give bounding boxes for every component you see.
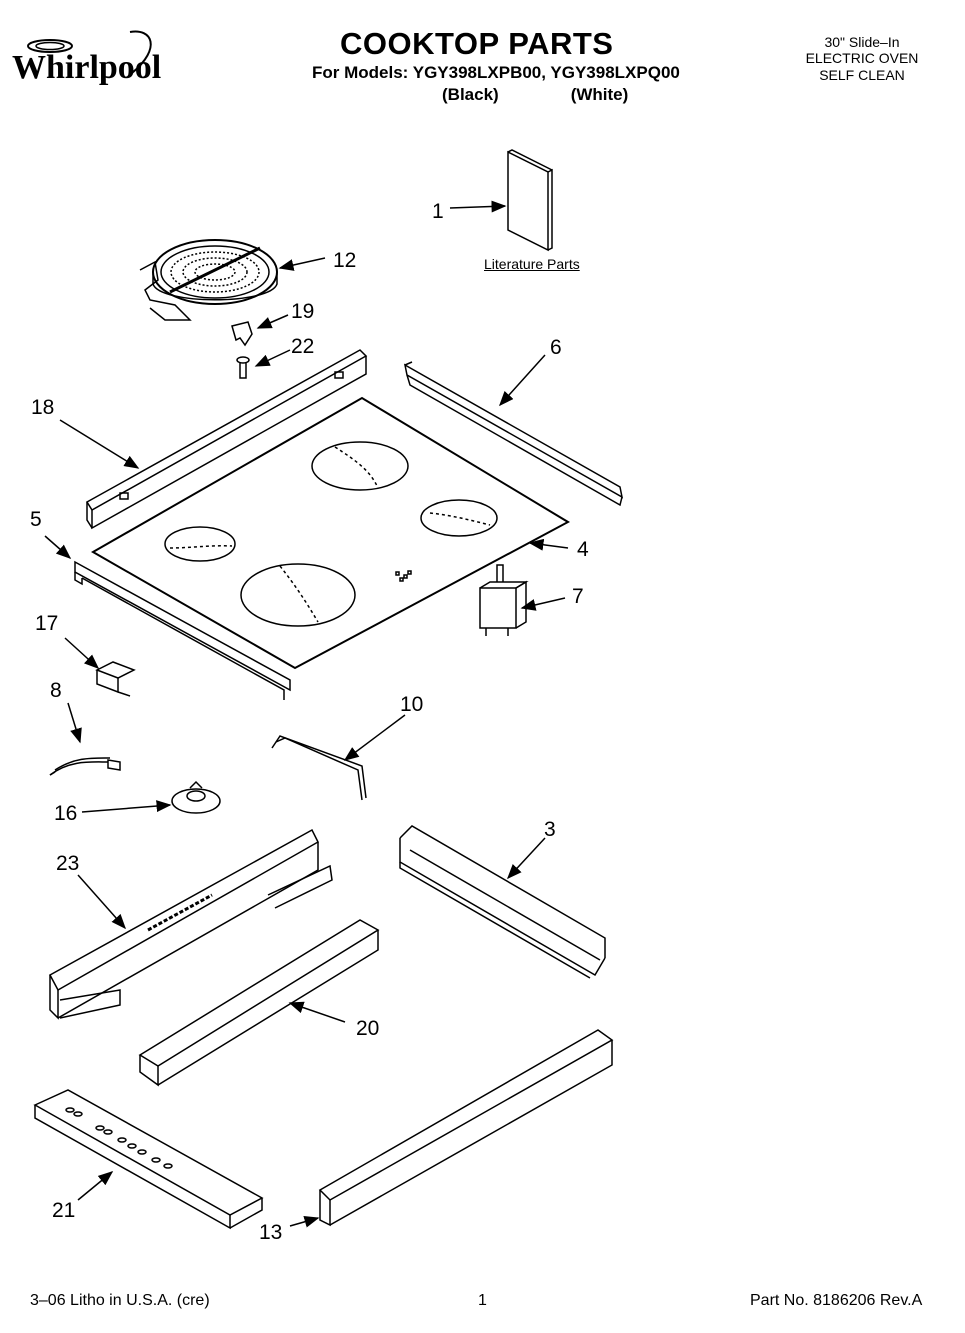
footer-page-number: 1 — [478, 1292, 487, 1309]
literature-booklet — [508, 150, 552, 250]
part-number-8: 8 — [50, 679, 62, 702]
callout-line-17 — [65, 638, 100, 670]
callout-line-1 — [450, 200, 507, 213]
part-number-6: 6 — [550, 336, 562, 359]
limiter-switch — [480, 565, 526, 636]
part-number-1: 1 — [432, 200, 444, 223]
clip — [232, 322, 252, 345]
support-bracket — [272, 736, 366, 800]
oven-feature: SELF CLEAN — [819, 67, 905, 83]
page-title: COOKTOP PARTS — [340, 26, 614, 61]
side-bracket-right — [400, 826, 605, 978]
callout-line-10 — [343, 715, 405, 761]
callout-line-5 — [45, 536, 72, 559]
callout-line-20 — [288, 1001, 345, 1022]
callout-line-13 — [290, 1215, 320, 1228]
center-rail — [140, 920, 378, 1085]
callout-line-7 — [520, 598, 565, 611]
variant-black: (Black) — [442, 85, 499, 104]
thermostat — [172, 782, 220, 813]
literature-parts-label: Literature Parts — [484, 256, 580, 272]
part-number-17: 17 — [35, 612, 58, 635]
front-trim — [75, 562, 290, 700]
footer-litho: 3–06 Litho in U.S.A. (cre) — [30, 1292, 210, 1309]
callout-line-4 — [528, 538, 568, 551]
whirlpool-logo: Whirlpool — [12, 28, 192, 98]
rear-rail — [405, 362, 622, 505]
model-variants: (Black) (White) — [442, 85, 628, 105]
part-number-3: 3 — [544, 818, 556, 841]
part-number-22: 22 — [291, 335, 314, 358]
part-number-4: 4 — [577, 538, 589, 561]
callout-line-23 — [78, 875, 126, 930]
burner-box-panel — [50, 830, 332, 1018]
callout-line-3 — [506, 838, 545, 880]
small-bracket — [97, 662, 134, 696]
screw — [237, 357, 249, 378]
part-number-13: 13 — [259, 1221, 282, 1244]
part-number-5: 5 — [30, 508, 42, 531]
part-number-20: 20 — [356, 1017, 379, 1040]
callout-line-21 — [78, 1171, 114, 1200]
callout-line-12 — [278, 258, 325, 271]
wire-harness — [50, 758, 120, 775]
models-line: For Models: YGY398LXPB00, YGY398LXPQ00 — [312, 63, 680, 82]
callout-line-22 — [254, 350, 290, 366]
callout-line-8 — [68, 703, 82, 744]
glass-cooktop — [93, 398, 568, 668]
rear-trim-bracket — [87, 350, 366, 528]
oven-type: ELECTRIC OVEN — [805, 50, 919, 66]
callout-line-19 — [256, 315, 288, 328]
part-number-16: 16 — [54, 802, 77, 825]
part-number-21: 21 — [52, 1199, 75, 1222]
footer-part-number: Part No. 8186206 Rev.A — [750, 1292, 923, 1309]
part-number-12: 12 — [333, 249, 356, 272]
part-number-7: 7 — [572, 585, 584, 608]
logo-wordmark: Whirlpool — [12, 49, 161, 86]
oven-size: 30" Slide–In — [824, 34, 900, 50]
part-number-18: 18 — [31, 396, 54, 419]
part-number-19: 19 — [291, 300, 314, 323]
callout-line-16 — [82, 800, 172, 812]
lower-front-rail — [320, 1030, 612, 1225]
variant-white: (White) — [570, 85, 629, 104]
radiant-surface-element — [140, 240, 277, 320]
control-panel-bracket — [35, 1090, 262, 1228]
callout-line-18 — [60, 420, 140, 469]
part-number-10: 10 — [400, 693, 423, 716]
part-number-23: 23 — [56, 852, 79, 875]
callout-line-6 — [498, 355, 545, 407]
